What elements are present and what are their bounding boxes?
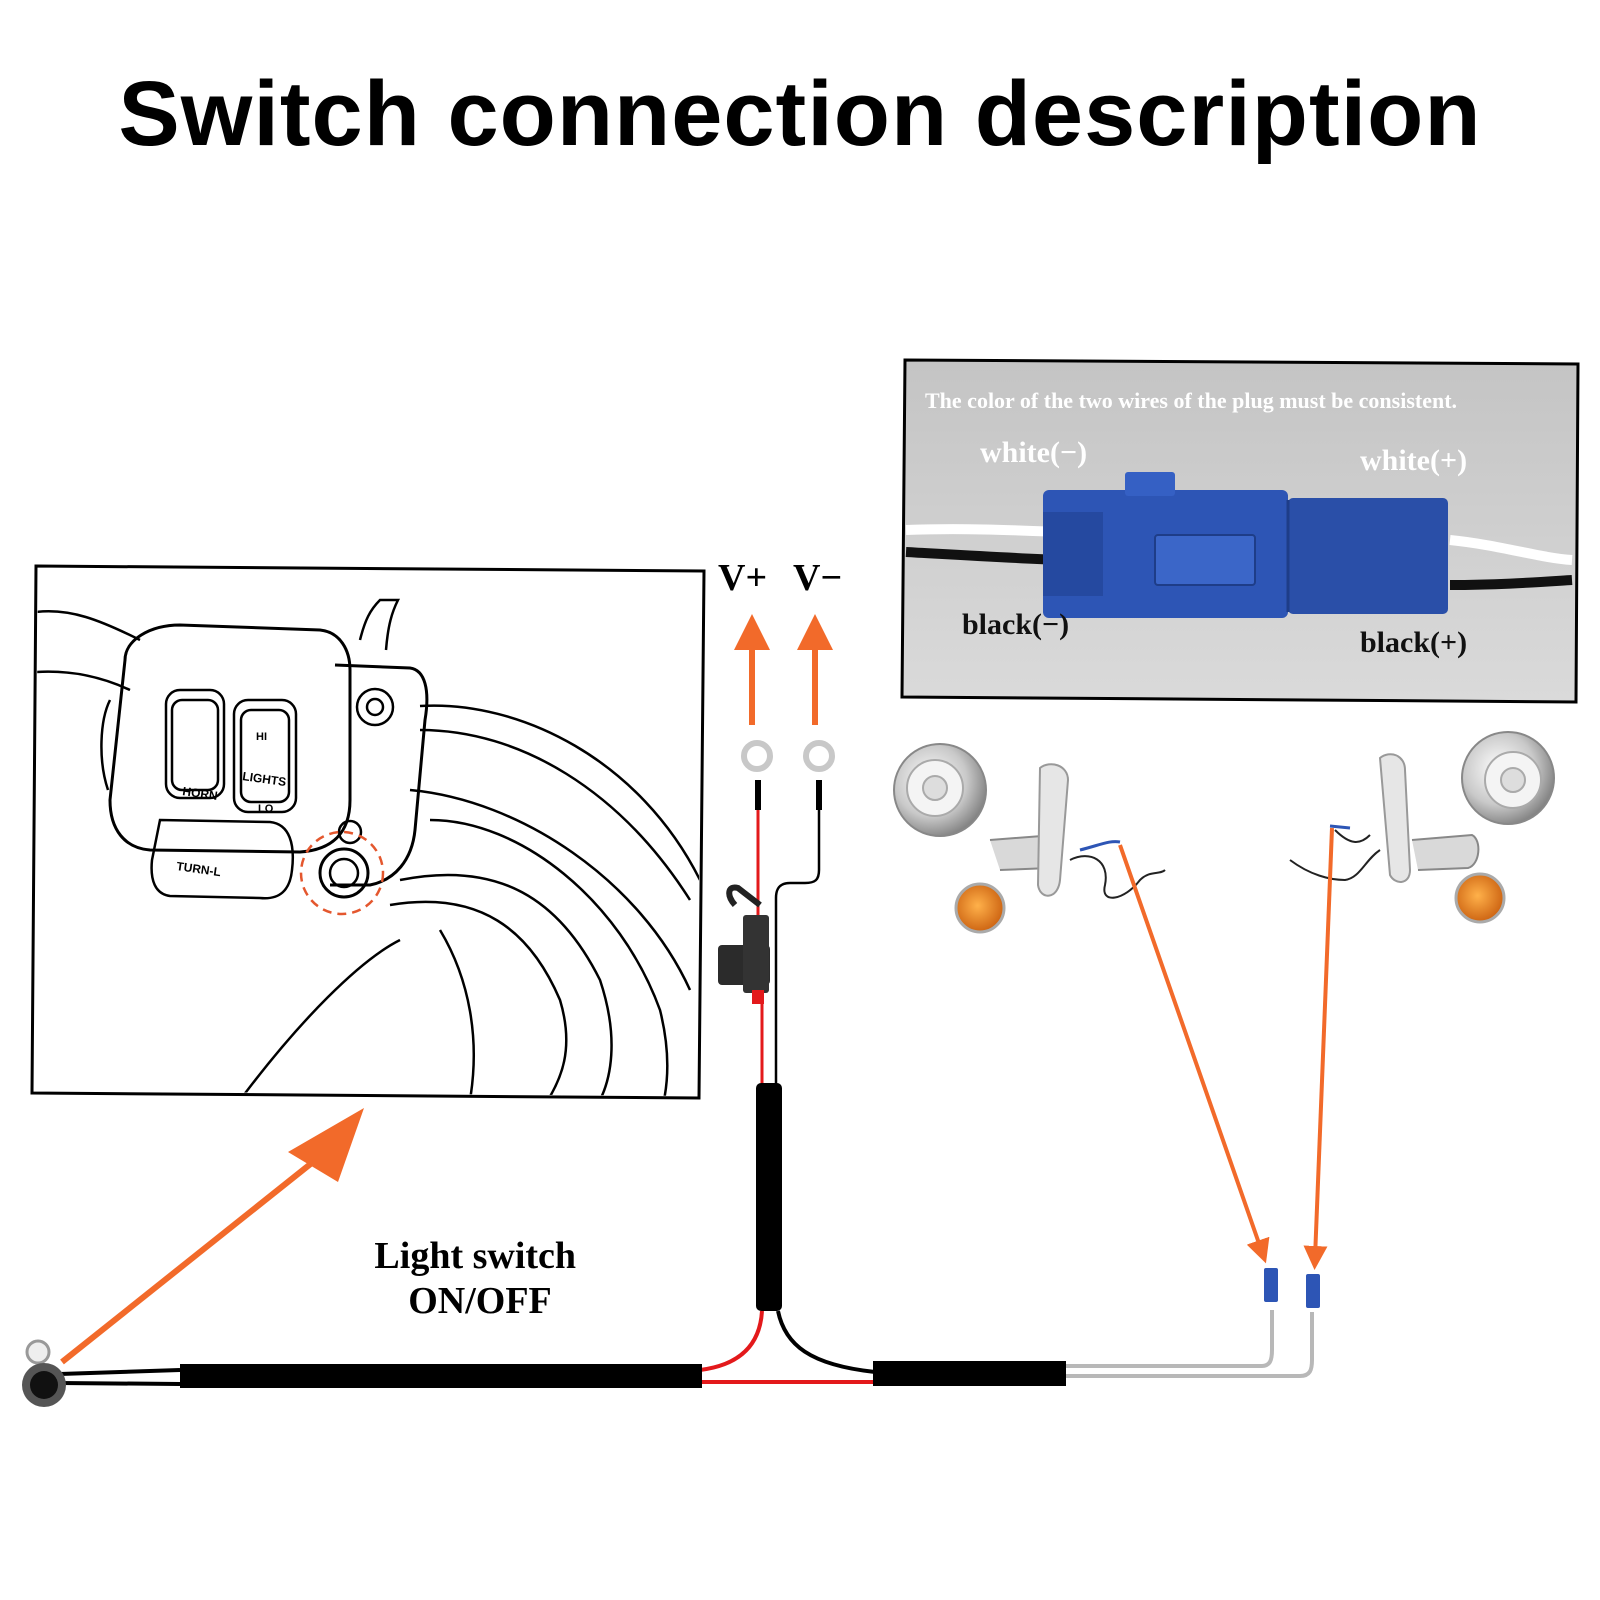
light-switch-label: Light switch ON/OFF — [374, 1235, 585, 1322]
ring-terminal-negative — [803, 740, 835, 772]
lights-label: LIGHTS — [242, 769, 288, 789]
blue-connector-left — [1264, 1268, 1278, 1302]
blue-connector-right — [1306, 1274, 1320, 1308]
lo-label: LO — [258, 803, 274, 815]
white-minus-label: white(−) — [980, 436, 1087, 469]
arrow-to-right-connector — [1303, 827, 1334, 1270]
v-plus-label: V+ — [718, 557, 767, 599]
turn-label: TURN-L — [176, 859, 222, 879]
push-switch — [22, 1339, 66, 1407]
plug-photo: The color of the two wires of the plug m… — [900, 358, 1580, 704]
white-plus-label: white(+) — [1360, 444, 1467, 477]
switch-highlight-circle — [299, 830, 385, 916]
v-minus-label: V− — [793, 557, 842, 599]
lamp-assembly-right — [1289, 731, 1555, 924]
plug-caption: The color of the two wires of the plug m… — [925, 388, 1457, 413]
wiring-harness: V+ V− — [22, 557, 1320, 1407]
horn-label: HORN — [182, 784, 219, 803]
arrow-to-left-connector — [1118, 844, 1270, 1264]
ring-terminal-positive — [741, 740, 773, 772]
page-title: Switch connection description — [118, 63, 1482, 165]
switch-location-arrow — [288, 1108, 364, 1182]
black-minus-label: black(−) — [962, 608, 1069, 641]
fuse-holder — [718, 884, 770, 1004]
lamp-assembly-left — [893, 743, 1166, 934]
hi-label: HI — [256, 731, 267, 743]
black-plus-label: black(+) — [1360, 626, 1467, 659]
handlebar-illustration: HORN HI LIGHTS LO TURN-L — [30, 564, 706, 1100]
